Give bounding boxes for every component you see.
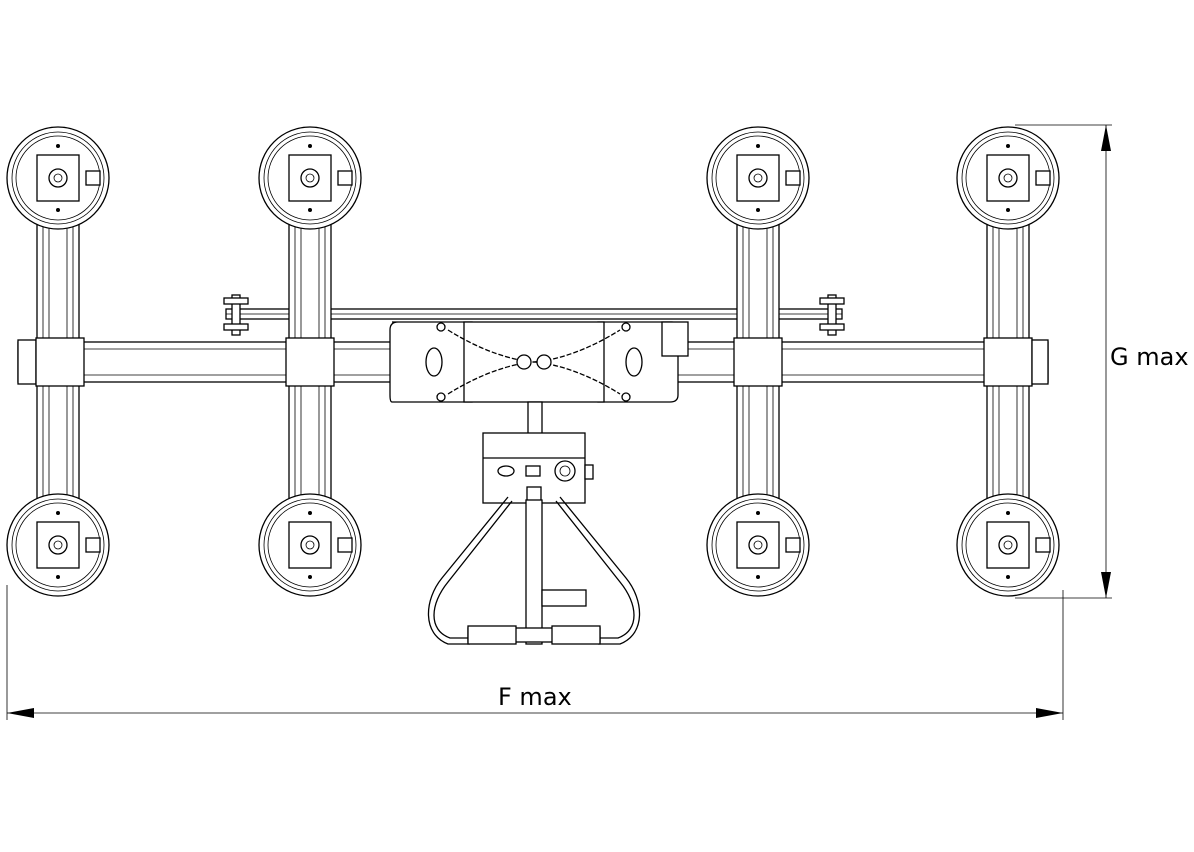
cup-top-1 [6,126,110,230]
cup-bottom-3 [706,493,810,597]
cup-top-4 [956,126,1060,230]
beam-sleeves [17,337,1049,387]
handle [427,496,641,645]
f-max-label: F max [498,683,572,711]
g-max-dimension [1015,124,1112,599]
suction-cups [6,126,1060,597]
g-max-label: G max [1110,343,1189,371]
cup-top-2 [258,126,362,230]
central-hub [389,321,689,403]
cup-bottom-4 [956,493,1060,597]
cup-bottom-1 [6,493,110,597]
cup-top-3 [706,126,810,230]
control-box [482,401,594,510]
f-max-dimension [6,585,1064,720]
cup-bottom-2 [258,493,362,597]
